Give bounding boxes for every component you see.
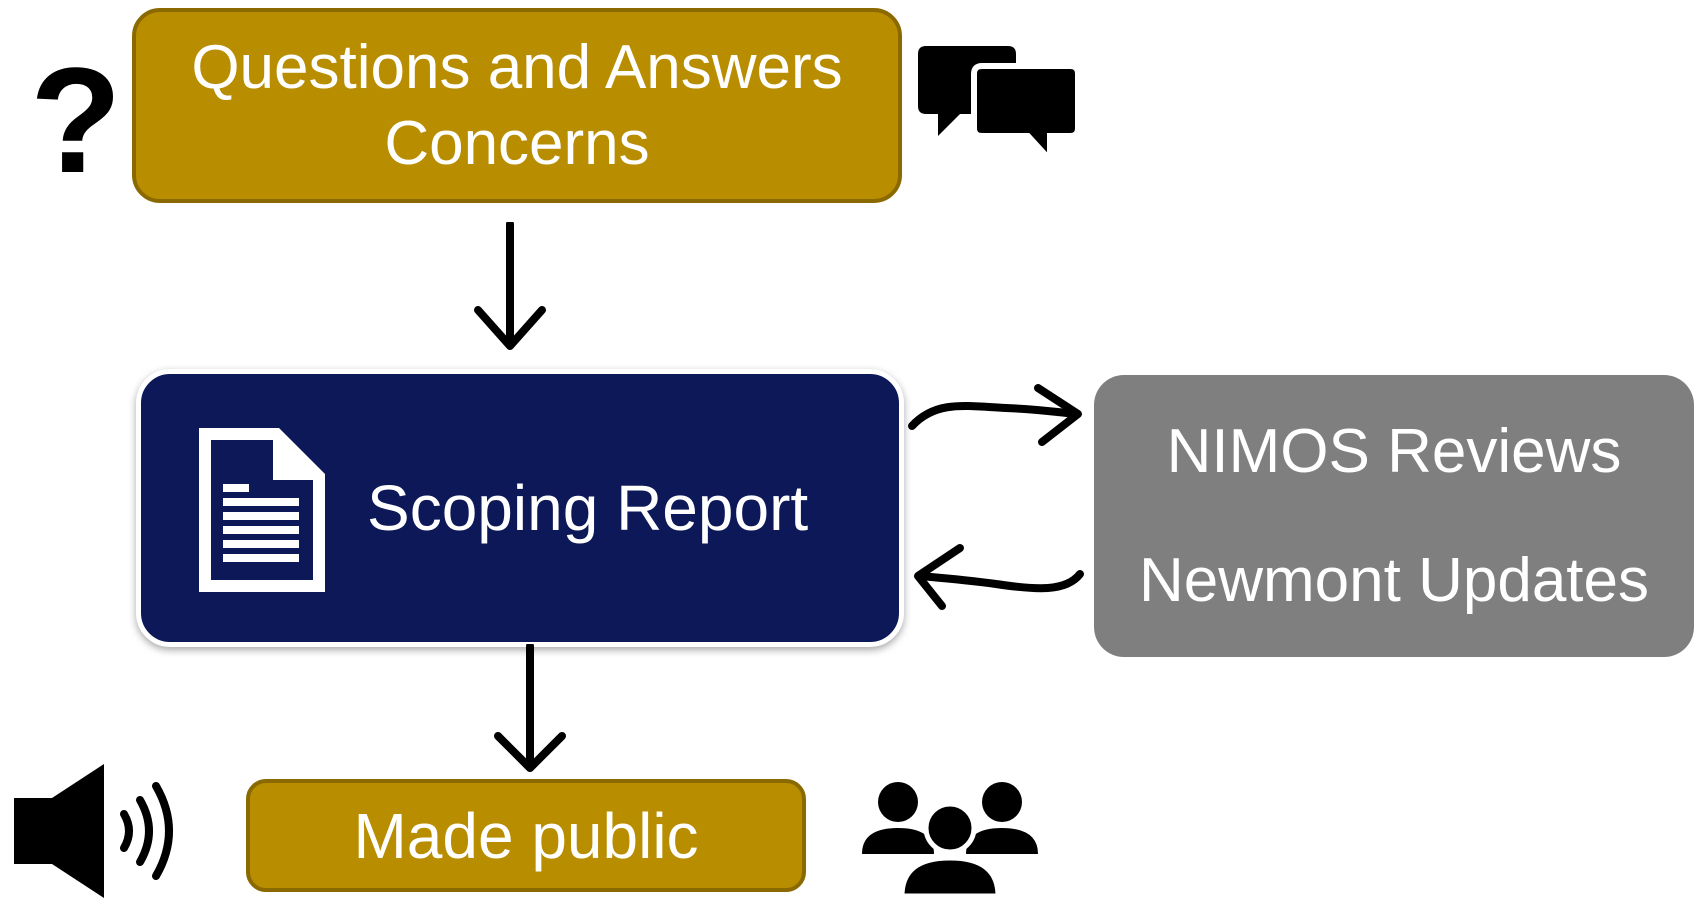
made-public-label: Made public (353, 799, 699, 872)
qa-line1: Questions and Answers (191, 32, 843, 102)
down-arrow-1 (474, 222, 546, 350)
chat-bubbles-icon (918, 46, 1080, 162)
down-arrow-2 (494, 644, 566, 772)
made-public-box: Made public (246, 779, 806, 892)
review-updates-box: NIMOS Reviews Newmont Updates (1094, 375, 1694, 657)
arrow-to-review (908, 384, 1082, 446)
qa-line2: Concerns (384, 108, 650, 178)
scoping-report-box: Scoping Report (136, 369, 904, 647)
scoping-report-label: Scoping Report (367, 472, 809, 544)
speaker-icon (14, 764, 173, 898)
document-icon (199, 428, 325, 592)
arrow-to-scoping (914, 544, 1084, 610)
nimos-reviews-label: NIMOS Reviews (1166, 416, 1622, 486)
questions-answers-box: Questions and Answers Concerns (132, 8, 902, 203)
newmont-updates-label: Newmont Updates (1138, 545, 1650, 615)
group-people-icon (862, 782, 1038, 898)
question-mark-icon: ? (30, 36, 122, 204)
